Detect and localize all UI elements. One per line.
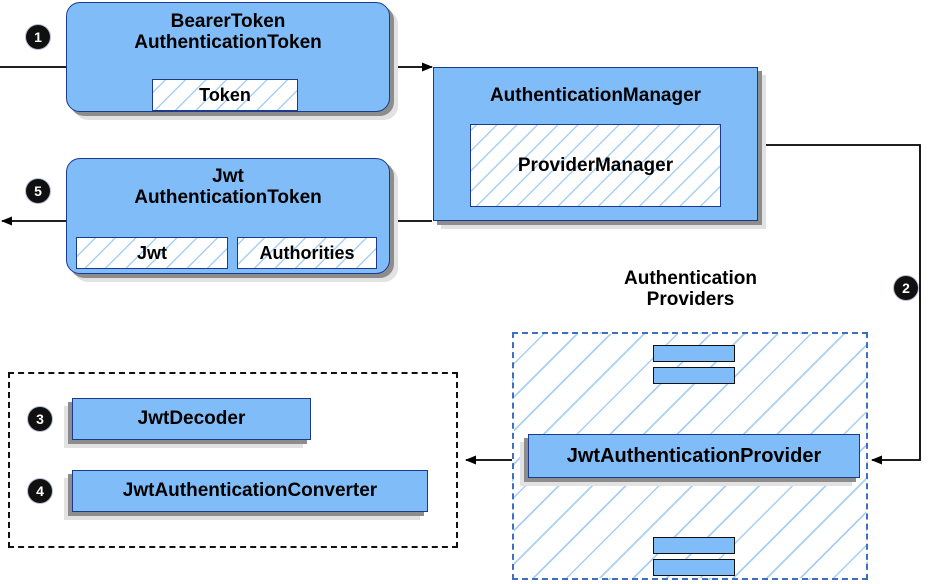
- authentication-providers-label: Authentication Providers: [624, 268, 757, 311]
- node-jwt-token-title: Jwt AuthenticationToken: [134, 166, 322, 209]
- node-jwt-decoder-title: JwtDecoder: [137, 408, 246, 430]
- compartment-provider-manager: ProviderManager: [470, 124, 721, 207]
- compartment-authorities: Authorities: [237, 237, 377, 269]
- jwt-support-group: [8, 372, 458, 548]
- compartment-jwt: Jwt: [76, 237, 228, 269]
- node-jwt-authentication-converter[interactable]: JwtAuthenticationConverter: [72, 470, 428, 512]
- step-marker-5: 5: [26, 179, 50, 203]
- node-bearer-token-title: BearerToken AuthenticationToken: [134, 11, 322, 54]
- node-authentication-manager-title: AuthenticationManager: [489, 85, 702, 106]
- provider-stub-bottom-2: [653, 559, 735, 576]
- step-marker-1: 1: [26, 25, 50, 49]
- provider-stub-bottom-1: [653, 537, 735, 554]
- node-jwt-authentication-provider[interactable]: JwtAuthenticationProvider: [528, 434, 860, 478]
- step-marker-2: 2: [894, 276, 918, 300]
- node-jwt-authentication-provider-title: JwtAuthenticationProvider: [566, 444, 822, 467]
- arrow-manager-to-provider: [758, 144, 921, 465]
- step-marker-3: 3: [28, 407, 52, 431]
- compartment-token: Token: [152, 79, 298, 111]
- step-marker-4: 4: [28, 479, 52, 503]
- provider-stub-top-2: [653, 367, 735, 384]
- node-jwt-decoder[interactable]: JwtDecoder: [72, 398, 311, 440]
- node-jwt-authentication-converter-title: JwtAuthenticationConverter: [122, 480, 378, 502]
- provider-stub-top-1: [653, 345, 735, 362]
